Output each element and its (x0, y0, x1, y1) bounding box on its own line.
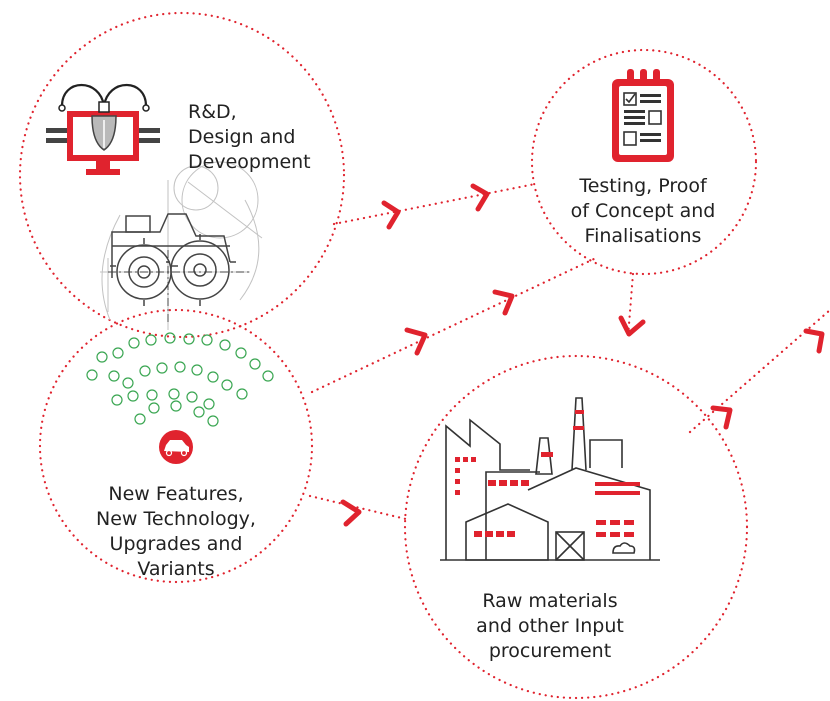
testing-label-line: Testing, Proof (579, 175, 707, 197)
connector-raw-next (688, 308, 830, 434)
features-label-line: New Features, (108, 483, 244, 505)
rnd-label-line: Deveopment (188, 151, 311, 173)
raw-label-line: Raw materials (482, 590, 618, 612)
testing-circle (530, 48, 758, 276)
rnd-circle (18, 11, 346, 339)
chevron-right-icon (404, 327, 428, 356)
testing-label: Testing, Proof of Concept and Finalisati… (561, 174, 725, 249)
features-circle (38, 308, 314, 584)
features-label-line: Variants (137, 558, 215, 580)
features-label: New Features, New Technology, Upgrades a… (86, 482, 266, 582)
chevron-down-icon (618, 315, 646, 337)
connector-features-testing (310, 256, 598, 394)
chevron-right-icon (803, 328, 825, 354)
testing-label-line: Finalisations (584, 225, 702, 247)
features-label-line: New Technology, (96, 508, 256, 530)
chevron-right-icon (470, 183, 490, 212)
raw-label-line: procurement (488, 640, 612, 662)
rnd-label-line: R&D, (188, 101, 237, 123)
chevron-right-icon (340, 499, 362, 527)
clipboard-checklist-icon (612, 69, 674, 162)
connector-features-raw (308, 494, 412, 522)
testing-label-line: of Concept and (570, 200, 716, 222)
features-label-line: Upgrades and (109, 533, 243, 555)
chevron-right-icon (710, 405, 733, 430)
chevron-right-icon (381, 200, 401, 230)
rnd-label: R&D, Design and Deveopment (188, 100, 311, 175)
raw-label: Raw materials and other Input procuremen… (470, 589, 630, 664)
connector-testing-raw (626, 272, 635, 339)
raw-label-line: and other Input (476, 615, 624, 637)
tractor-blueprint-drawing (100, 161, 263, 330)
connected-car-feature-icons (86, 332, 274, 427)
raw-circle (403, 354, 749, 700)
connector-rnd-testing (332, 182, 537, 226)
car-icon (159, 430, 193, 464)
chevron-right-icon (492, 289, 515, 316)
design-monitor-pen-icon (46, 83, 160, 175)
rnd-label-line: Design and (188, 126, 296, 148)
factory-icon (440, 397, 660, 561)
